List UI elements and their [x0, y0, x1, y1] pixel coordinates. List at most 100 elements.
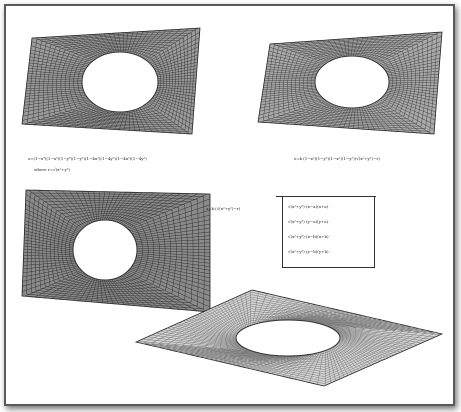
mesh-line [267, 57, 321, 69]
mesh-line [27, 73, 83, 78]
mesh-line [385, 93, 437, 109]
mesh-line [259, 98, 324, 116]
mesh-line [24, 96, 87, 106]
mesh-line [69, 190, 91, 224]
mesh-line [296, 315, 364, 321]
mesh-line [383, 95, 436, 117]
mesh-line [48, 106, 99, 126]
mesh-line [58, 36, 99, 58]
mesh-ring [306, 52, 397, 112]
mesh-line [310, 40, 335, 60]
mesh-line [25, 91, 85, 97]
mesh-line [304, 41, 334, 60]
mesh-line [150, 42, 200, 65]
mesh-line [151, 46, 199, 67]
mesh-line [88, 34, 109, 54]
mesh-line [66, 276, 91, 300]
mesh-ring [166, 299, 412, 377]
mesh-ring [47, 39, 182, 124]
mesh-line [135, 235, 211, 242]
mesh-line [321, 323, 428, 331]
mesh-line [30, 49, 90, 65]
mesh-line [147, 32, 200, 62]
mesh-line [154, 58, 198, 71]
mesh-line [339, 339, 378, 363]
mesh-line [112, 278, 141, 307]
mesh-line [376, 101, 423, 134]
mesh-line [213, 355, 280, 361]
mesh-line [264, 78, 316, 80]
mesh-line [338, 334, 395, 356]
mesh-line [179, 322, 238, 343]
mesh-ring [46, 204, 177, 294]
mesh-line [132, 219, 211, 236]
mesh-line [59, 275, 89, 300]
mesh-line [372, 103, 407, 133]
mesh-ring [43, 37, 185, 125]
mesh-line [260, 94, 320, 106]
mesh-ring [61, 213, 155, 286]
mesh-line [28, 68, 84, 74]
mesh-ring [56, 42, 176, 121]
mesh-line [376, 32, 431, 63]
mesh-line [267, 60, 320, 70]
mesh-line [131, 265, 211, 292]
surface-hole [72, 219, 138, 281]
mesh-line [23, 261, 76, 266]
mesh-line [130, 209, 211, 233]
mesh-line [339, 335, 392, 357]
mesh-ring [220, 315, 357, 361]
mesh-line [26, 86, 83, 89]
formula-1-line2: where r=√(x²+y²) [34, 167, 70, 172]
mesh-line [281, 309, 336, 321]
mesh-line [326, 349, 331, 384]
mesh-line [136, 253, 211, 261]
mesh-line [185, 319, 237, 341]
mesh-line [202, 311, 237, 336]
mesh-line [143, 105, 173, 134]
mesh-line [155, 332, 245, 349]
mesh-line [385, 57, 441, 71]
mesh-line [93, 191, 98, 222]
mesh-line [136, 256, 211, 267]
mesh-line [369, 104, 393, 132]
mesh-ring [229, 318, 347, 358]
mesh-line [157, 77, 197, 81]
mesh-ring [142, 292, 435, 384]
mesh-line [137, 30, 161, 56]
surface-top-right [254, 26, 449, 151]
mesh-line [147, 102, 193, 130]
mesh-line [220, 303, 242, 331]
mesh-line [339, 338, 381, 362]
mesh-line [211, 308, 239, 334]
mesh-line [288, 353, 316, 378]
mesh-line [22, 268, 81, 287]
mesh-ring [69, 47, 168, 117]
mesh-line [313, 322, 400, 325]
mesh-line [319, 323, 420, 330]
mesh-line [231, 298, 245, 329]
mesh-line [279, 307, 331, 321]
mesh-line [96, 279, 99, 303]
mesh-line [199, 354, 272, 358]
mesh-line [326, 325, 436, 338]
mesh-line [284, 310, 341, 321]
mesh-line [260, 100, 327, 123]
mesh-line [23, 245, 74, 252]
mesh-line [304, 318, 378, 322]
mesh-line [81, 191, 94, 223]
mesh-line [359, 107, 365, 130]
surface-hole [235, 319, 341, 357]
mesh-line [262, 299, 295, 323]
mesh-line [139, 29, 167, 57]
mesh-line [339, 336, 386, 359]
mesh-line [153, 50, 199, 68]
mesh-line [128, 198, 211, 230]
mesh-line [386, 90, 437, 102]
mesh-line [285, 103, 332, 125]
surface-plot [21, 189, 211, 313]
mesh-line [103, 191, 116, 221]
mesh-line [289, 42, 330, 62]
mesh-line [379, 99, 435, 131]
mesh-line [109, 192, 132, 221]
